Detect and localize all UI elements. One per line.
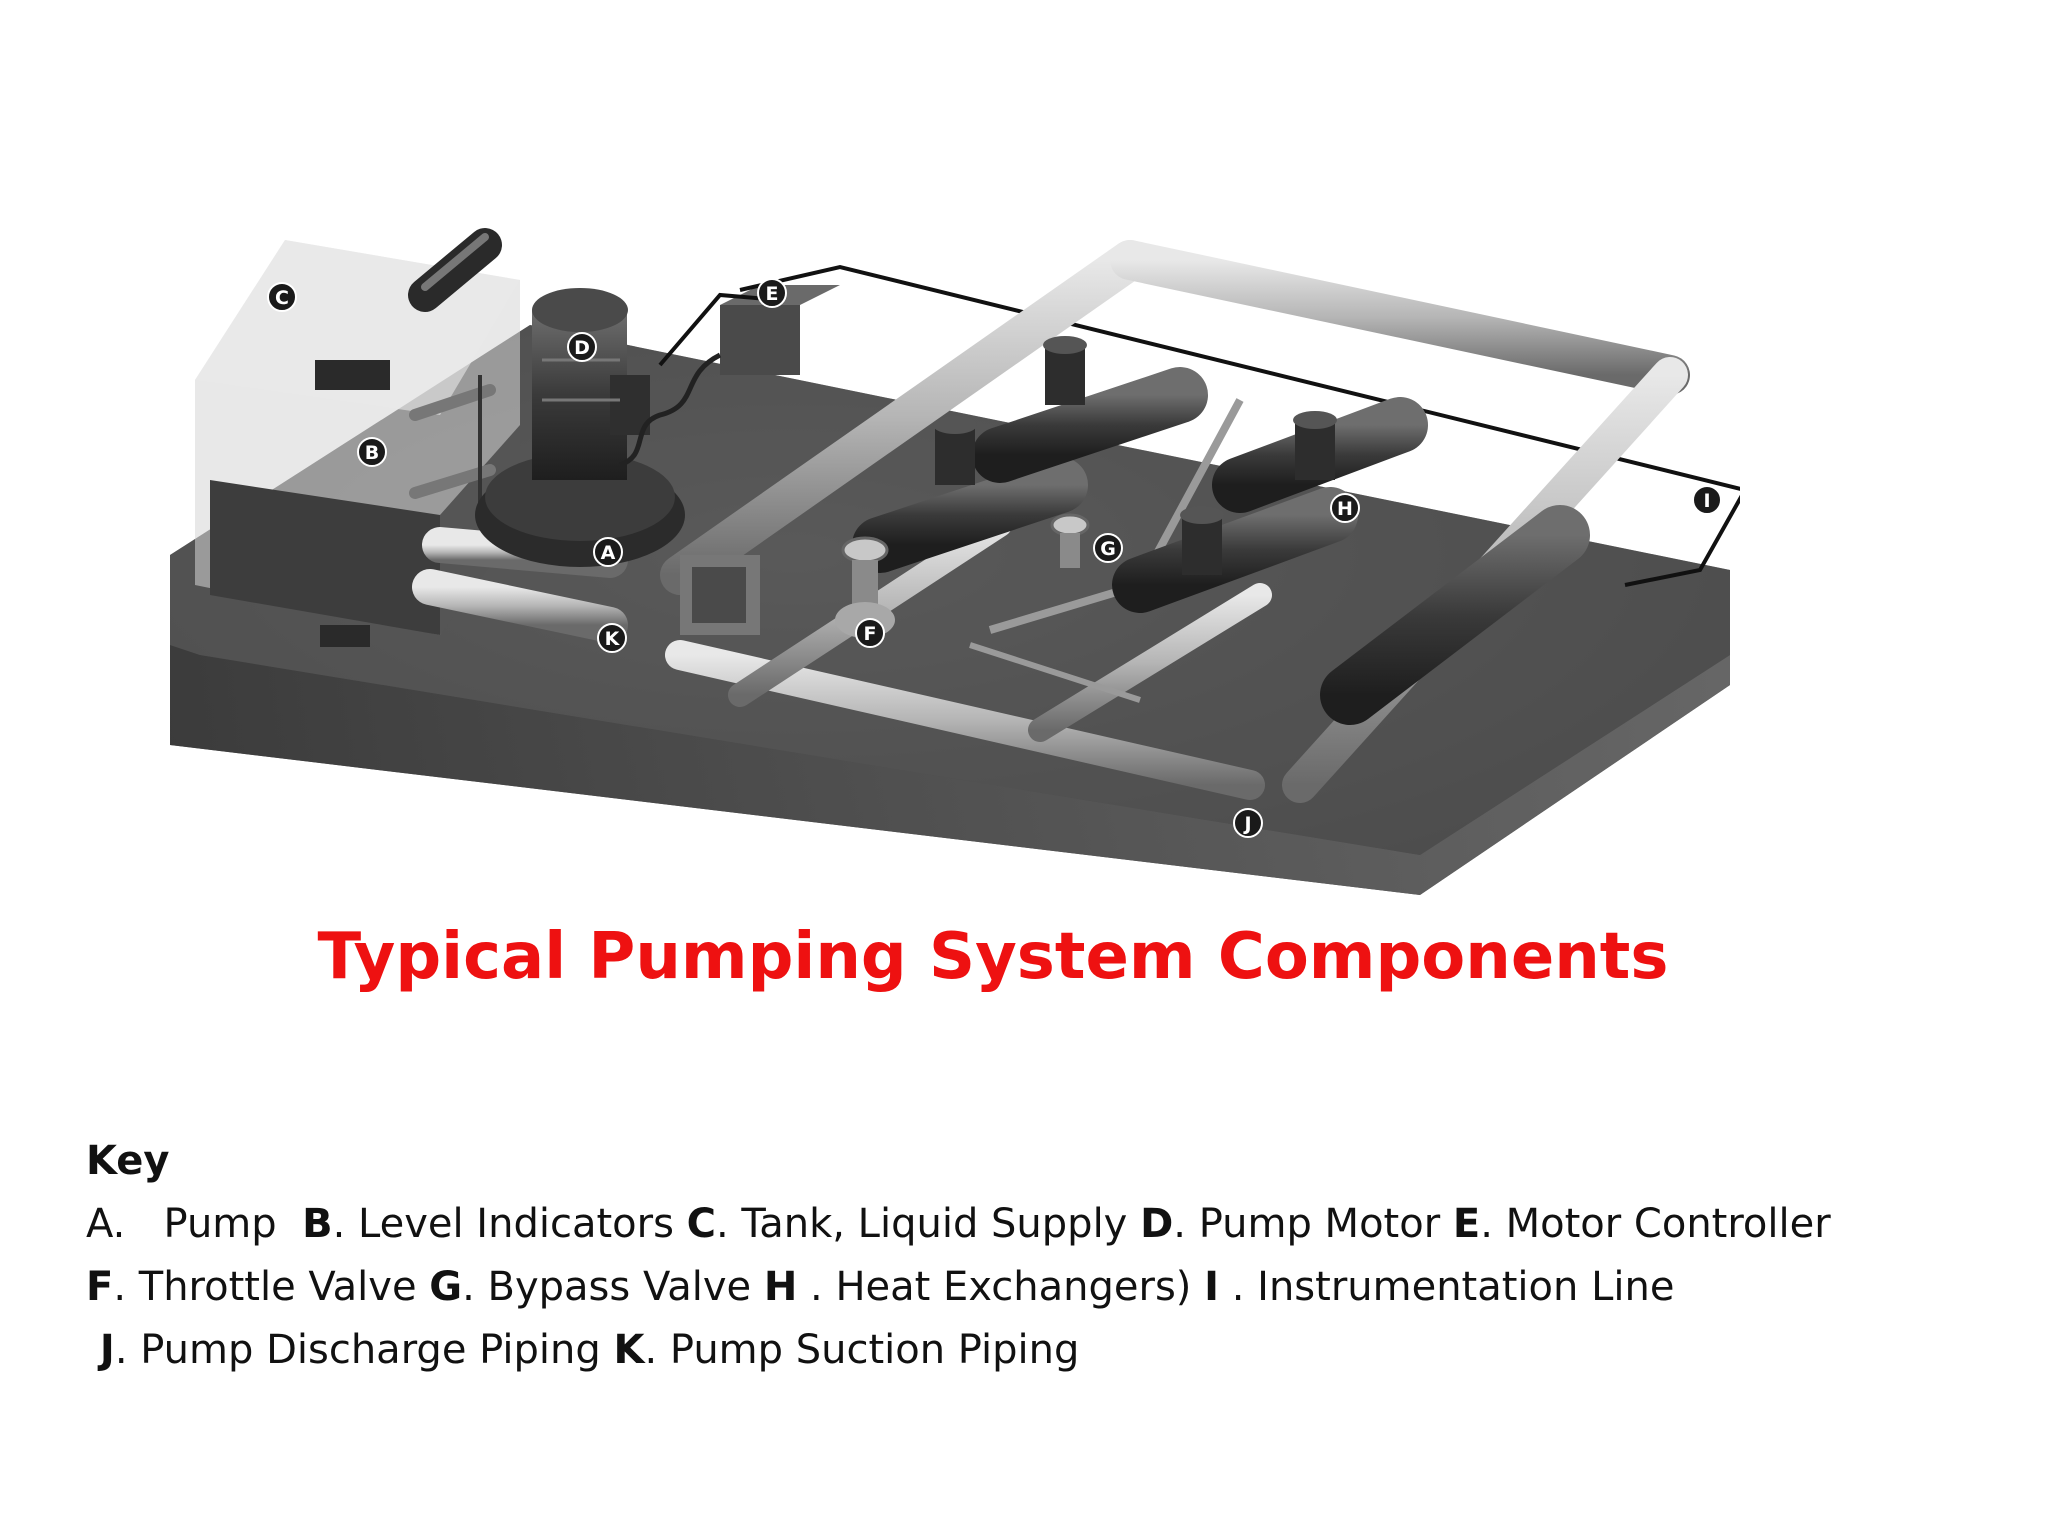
svg-text:F: F (864, 623, 877, 645)
key-segment: . Pump Suction Piping (644, 1327, 1080, 1373)
key-segment: . Tank, Liquid Supply (715, 1201, 1141, 1247)
key-segment: B (302, 1201, 333, 1247)
key-segment: . Instrumentation Line (1219, 1264, 1675, 1310)
svg-text:A: A (601, 542, 616, 564)
motor-controller (619, 285, 840, 468)
key-segment: . Pump Discharge Piping (114, 1327, 614, 1373)
heat-exchangers (852, 336, 1590, 725)
key-segment: . Motor Controller (1480, 1201, 1831, 1247)
callout-a: A (593, 537, 623, 567)
key-segment: . Throttle Valve (113, 1264, 430, 1310)
callout-d: D (567, 332, 597, 362)
svg-text:J: J (1242, 813, 1251, 835)
pumping-system-diagram: C E D B A K F G H I J (170, 228, 1740, 895)
key-line-2: F. Throttle Valve G. Bypass Valve H . He… (86, 1256, 1831, 1319)
callout-i: I (1692, 485, 1722, 515)
callout-f: F (855, 618, 885, 648)
bypass-valve (1050, 513, 1090, 568)
svg-text:C: C (275, 287, 289, 309)
key-segment: E (1452, 1201, 1481, 1247)
key-segment: . Bypass Valve (462, 1264, 764, 1310)
key-segment: . Level Indicators (332, 1201, 687, 1247)
vent-pipe (408, 228, 502, 312)
key-segment: J (86, 1327, 115, 1373)
key-segment: D (1140, 1201, 1174, 1247)
key-segment: G (429, 1264, 463, 1310)
key-heading: Key (86, 1138, 170, 1184)
key-segment: H (763, 1264, 798, 1310)
svg-text:G: G (1100, 538, 1116, 560)
svg-text:B: B (365, 442, 379, 464)
key-legend: Key A. Pump B. Level Indicators C. Tank,… (86, 1130, 1831, 1382)
callout-b: B (357, 437, 387, 467)
key-segment: A. Pump (86, 1201, 303, 1247)
callout-g: G (1093, 533, 1123, 563)
callout-e: E (757, 278, 787, 308)
svg-text:K: K (605, 628, 621, 650)
key-segment: . Pump Motor (1173, 1201, 1453, 1247)
key-segment: F (86, 1264, 114, 1310)
key-segment: K (613, 1327, 645, 1373)
callout-c: C (267, 282, 297, 312)
key-line-1: A. Pump B. Level Indicators C. Tank, Liq… (86, 1193, 1831, 1256)
key-segment: I (1204, 1264, 1219, 1310)
callout-j: J (1233, 808, 1263, 838)
key-line-3: J. Pump Discharge Piping K. Pump Suction… (86, 1319, 1831, 1382)
svg-text:D: D (574, 337, 590, 359)
key-segment: C (686, 1201, 716, 1247)
level-indicators (409, 375, 496, 515)
key-segment: . Heat Exchangers) (797, 1264, 1205, 1310)
callout-k: K (597, 623, 627, 653)
svg-text:H: H (1337, 498, 1353, 520)
svg-text:I: I (1703, 490, 1710, 512)
svg-text:E: E (766, 283, 779, 305)
callout-h: H (1330, 493, 1360, 523)
diagram-title: Typical Pumping System Components (317, 920, 1669, 994)
